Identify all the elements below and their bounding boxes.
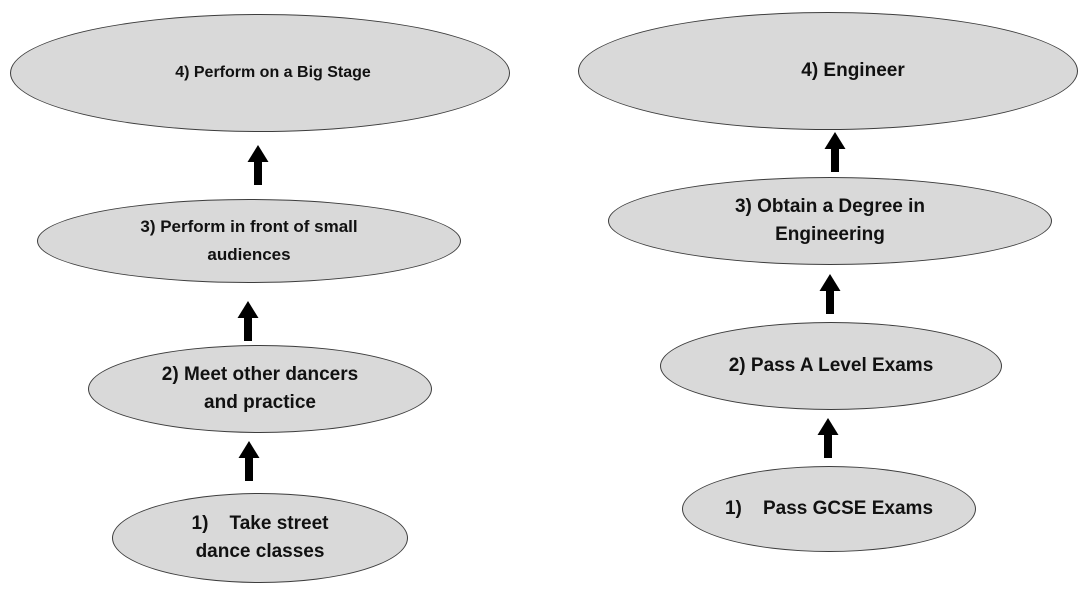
up-arrow-icon (237, 301, 259, 341)
step-label: 4) Engineer (801, 60, 905, 81)
step-label: 3) Perform in front of small audiences (140, 217, 358, 264)
step-label: 4) Perform on a Big Stage (175, 64, 371, 81)
up-arrow-icon (247, 145, 269, 185)
step-ellipse-take-dance-classes: 1) Take street dance classes (112, 493, 408, 583)
step-label: 1) Pass GCSE Exams (724, 498, 934, 519)
up-arrow-icon (819, 274, 841, 314)
up-arrow-icon (824, 132, 846, 172)
step-ellipse-meet-dancers: 2) Meet other dancers and practice (88, 345, 432, 433)
up-arrow-icon (238, 441, 260, 481)
step-label: 3) Obtain a Degree in Engineering (734, 196, 926, 245)
step-ellipse-perform-big-stage: 4) Perform on a Big Stage (10, 14, 510, 132)
step-label: 1) Take street dance classes (191, 513, 329, 562)
step-ellipse-engineer: 4) Engineer (578, 12, 1078, 130)
step-ellipse-gcse-exams: 1) Pass GCSE Exams (682, 466, 976, 552)
step-ellipse-engineering-degree: 3) Obtain a Degree in Engineering (608, 177, 1052, 265)
up-arrow-icon (817, 418, 839, 458)
step-label: 2) Pass A Level Exams (728, 355, 934, 376)
step-ellipse-a-level-exams: 2) Pass A Level Exams (660, 322, 1002, 410)
step-label: 2) Meet other dancers and practice (161, 364, 359, 413)
step-ellipse-perform-small-audiences: 3) Perform in front of small audiences (37, 199, 461, 283)
